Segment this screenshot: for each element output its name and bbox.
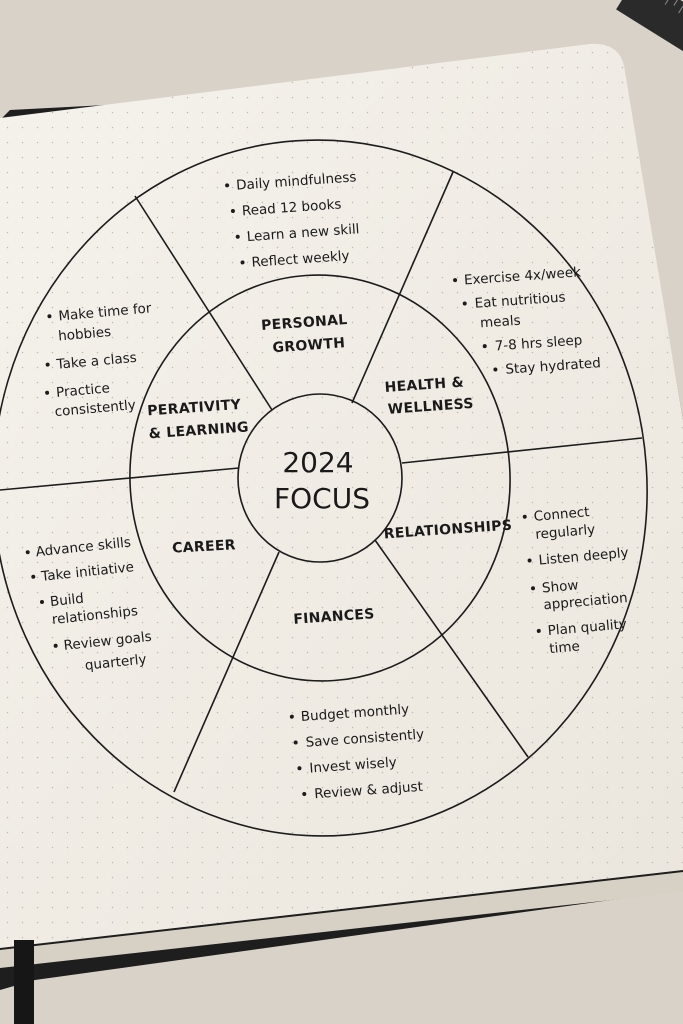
center-year: 2024 bbox=[282, 446, 353, 479]
list-item: meals bbox=[480, 313, 522, 332]
segment-label-career: CAREER bbox=[172, 537, 236, 556]
list-item: time bbox=[549, 638, 581, 657]
list-item: Show bbox=[541, 577, 579, 596]
ribbon-bookmark bbox=[14, 940, 34, 1024]
center-focus: FOCUS bbox=[274, 482, 370, 515]
